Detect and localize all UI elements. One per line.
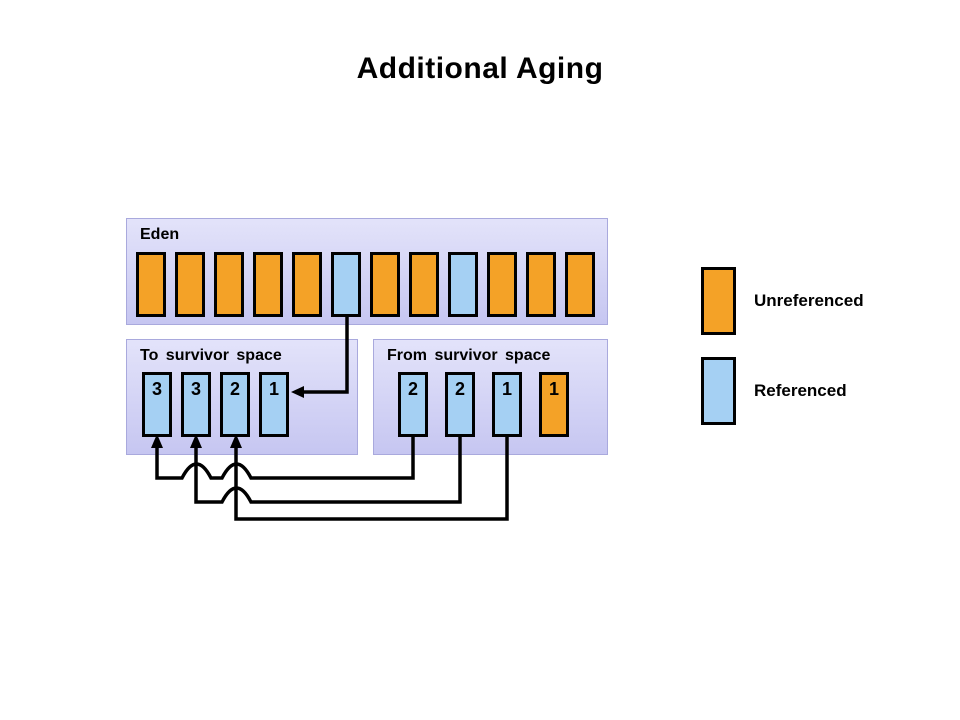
block-age: 2 bbox=[454, 379, 465, 399]
legend-item-unreferenced: Unreferenced bbox=[701, 267, 864, 335]
eden-block bbox=[487, 252, 517, 317]
legend-item-referenced: Referenced bbox=[701, 357, 847, 425]
eden-block bbox=[292, 252, 322, 317]
eden-block bbox=[175, 252, 205, 317]
eden-label: Eden bbox=[140, 226, 180, 243]
from-survivor-block: 2 bbox=[398, 372, 428, 437]
block-age: 2 bbox=[229, 379, 240, 399]
to-survivor-block: 1 bbox=[259, 372, 289, 437]
to-survivor-block: 3 bbox=[142, 372, 172, 437]
eden-block bbox=[214, 252, 244, 317]
eden-block bbox=[253, 252, 283, 317]
eden-block-row bbox=[136, 252, 595, 317]
from-survivor-block-row: 2 2 1 1 bbox=[398, 372, 569, 437]
eden-block bbox=[526, 252, 556, 317]
from-survivor-block: 2 bbox=[445, 372, 475, 437]
to-survivor-block: 3 bbox=[181, 372, 211, 437]
block-age: 2 bbox=[407, 379, 418, 399]
from-survivor-block: 1 bbox=[539, 372, 569, 437]
eden-block bbox=[448, 252, 478, 317]
from-survivor-block: 1 bbox=[492, 372, 522, 437]
slide-title: Additional Aging bbox=[356, 52, 604, 85]
block-age: 1 bbox=[501, 379, 512, 399]
legend-label: Referenced bbox=[754, 381, 847, 400]
eden-block bbox=[565, 252, 595, 317]
eden-block bbox=[331, 252, 361, 317]
eden-block bbox=[136, 252, 166, 317]
legend-label: Unreferenced bbox=[754, 291, 864, 310]
to-survivor-block: 2 bbox=[220, 372, 250, 437]
eden-block bbox=[370, 252, 400, 317]
to-survivor-label: To survivor space bbox=[140, 347, 282, 364]
from-survivor-label: From survivor space bbox=[387, 347, 551, 364]
eden-block bbox=[409, 252, 439, 317]
block-age: 3 bbox=[190, 379, 201, 399]
to-survivor-block-row: 3 3 2 1 bbox=[142, 372, 289, 437]
unreferenced-swatch bbox=[701, 267, 736, 335]
block-age: 3 bbox=[151, 379, 162, 399]
block-age: 1 bbox=[268, 379, 279, 399]
block-age: 1 bbox=[548, 379, 559, 399]
referenced-swatch bbox=[701, 357, 736, 425]
